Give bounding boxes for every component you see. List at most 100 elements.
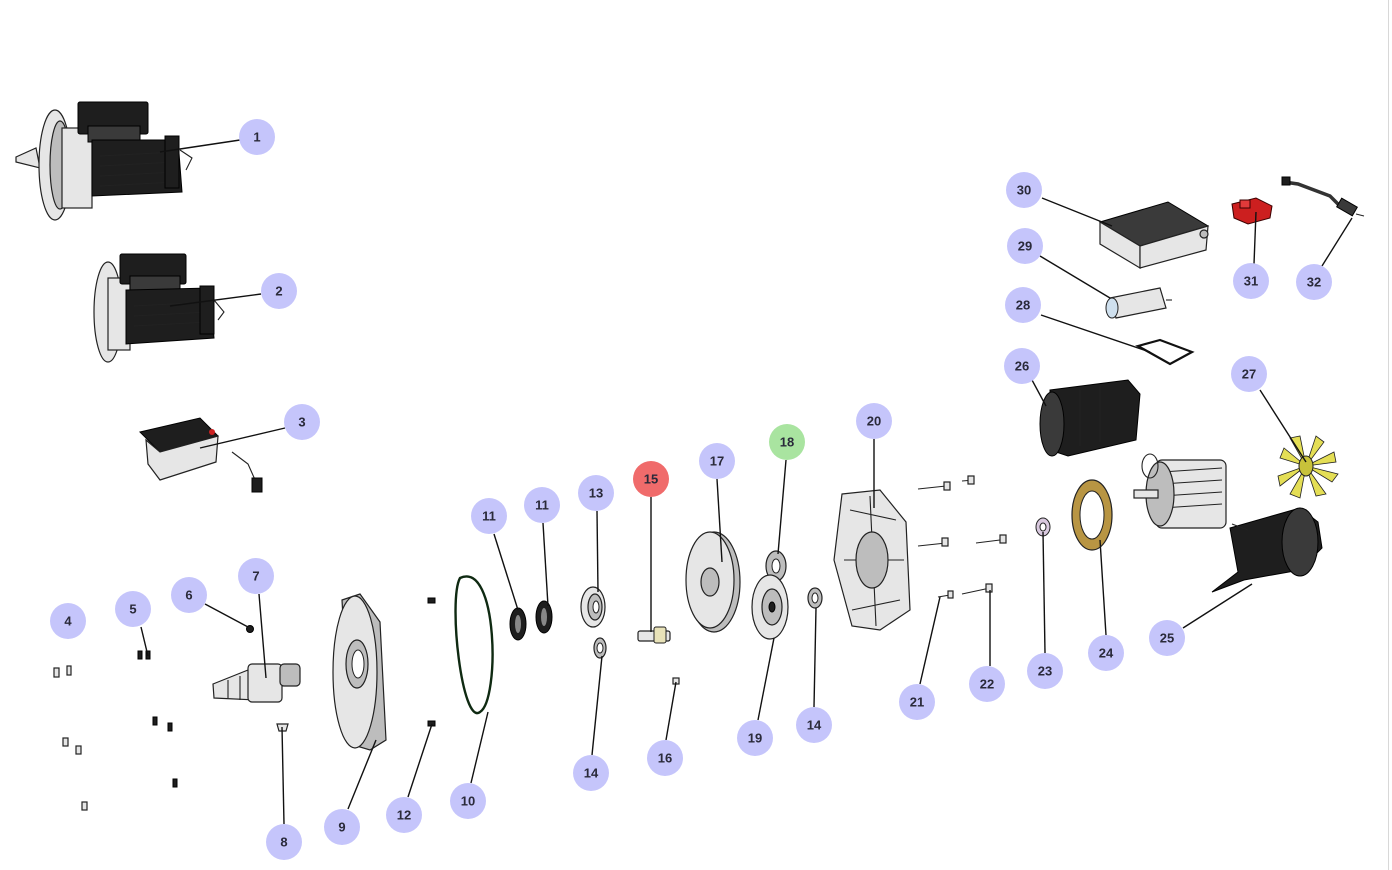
part-4-screws[interactable] xyxy=(53,665,88,811)
part-24-flange-ring[interactable] xyxy=(1071,479,1113,551)
callout-label: 5 xyxy=(129,602,136,617)
callout-circle xyxy=(573,755,609,791)
callout-12[interactable]: 12 xyxy=(386,797,422,833)
callout-label: 10 xyxy=(461,794,475,809)
callout-22[interactable]: 22 xyxy=(969,666,1005,702)
callout-circle xyxy=(171,577,207,613)
callout-label: 21 xyxy=(910,695,924,710)
callout-20[interactable]: 20 xyxy=(856,403,892,439)
motor-stator[interactable] xyxy=(1133,453,1227,529)
part-10-gasket[interactable] xyxy=(454,575,494,715)
part-9-pump-body[interactable] xyxy=(332,593,387,751)
callout-32[interactable]: 32 xyxy=(1296,264,1332,300)
callout-30[interactable]: 30 xyxy=(1006,172,1042,208)
callout-circle xyxy=(1027,653,1063,689)
part-6-plug[interactable] xyxy=(246,625,254,633)
callout-circle xyxy=(647,740,683,776)
callout-13[interactable]: 13 xyxy=(578,475,614,511)
part-30-terminal-box[interactable] xyxy=(1098,201,1210,270)
callout-28[interactable]: 28 xyxy=(1005,287,1041,323)
part-18-bearing[interactable] xyxy=(765,550,787,582)
part-21-bolts[interactable] xyxy=(917,481,954,599)
callout-label: 29 xyxy=(1018,239,1032,254)
callout-10[interactable]: 10 xyxy=(450,783,486,819)
callout-23[interactable]: 23 xyxy=(1027,653,1063,689)
part-20-bracket[interactable] xyxy=(833,489,911,631)
callout-circle xyxy=(899,684,935,720)
callout-circle xyxy=(386,797,422,833)
part-2-motor-assembly[interactable] xyxy=(93,253,225,363)
part-29-capacitor[interactable] xyxy=(1105,287,1172,319)
callout-26[interactable]: 26 xyxy=(1004,348,1040,384)
part-28-gasket[interactable] xyxy=(1135,338,1195,366)
callout-2[interactable]: 2 xyxy=(261,273,297,309)
callout-11[interactable]: 11 xyxy=(524,487,560,523)
part-7-nozzle[interactable] xyxy=(212,663,301,703)
part-14-washer-a[interactable] xyxy=(593,637,607,659)
part-17-diffuser[interactable] xyxy=(685,531,741,633)
callout-6[interactable]: 6 xyxy=(171,577,207,613)
part-19-impeller[interactable] xyxy=(751,574,789,640)
part-13-bearing[interactable] xyxy=(580,586,606,628)
part-3-switch-box[interactable] xyxy=(139,417,263,493)
callout-label: 9 xyxy=(338,820,345,835)
callout-31[interactable]: 31 xyxy=(1233,263,1269,299)
callout-16[interactable]: 16 xyxy=(647,740,683,776)
part-5-nuts[interactable] xyxy=(137,650,178,788)
callout-18[interactable]: 18 xyxy=(769,424,805,460)
callout-25[interactable]: 25 xyxy=(1149,620,1185,656)
callout-15[interactable]: 15 xyxy=(633,461,669,497)
callout-17[interactable]: 17 xyxy=(699,443,735,479)
callout-circle xyxy=(471,498,507,534)
callout-label: 3 xyxy=(298,415,305,430)
part-14-washer-b[interactable] xyxy=(807,587,823,609)
part-11-seal-a[interactable] xyxy=(509,607,527,641)
callout-label: 17 xyxy=(710,454,724,469)
callout-label: 6 xyxy=(185,588,192,603)
part-1-pump-assembly[interactable] xyxy=(15,101,193,221)
callout-5[interactable]: 5 xyxy=(115,591,151,627)
callout-27[interactable]: 27 xyxy=(1231,356,1267,392)
callout-circle xyxy=(1149,620,1185,656)
part-12-screw[interactable] xyxy=(427,597,436,727)
part-32-cable[interactable] xyxy=(1281,176,1365,217)
part-15-shaft-sleeve[interactable] xyxy=(637,626,671,644)
callout-14[interactable]: 14 xyxy=(796,707,832,743)
callout-badges: 1234567891011111213141415161718192021222… xyxy=(50,119,1332,860)
callout-21[interactable]: 21 xyxy=(899,684,935,720)
callout-9[interactable]: 9 xyxy=(324,809,360,845)
callout-circle xyxy=(1006,172,1042,208)
callout-label: 11 xyxy=(482,509,496,524)
callout-3[interactable]: 3 xyxy=(284,404,320,440)
callout-label: 16 xyxy=(658,751,672,766)
part-31-switch[interactable] xyxy=(1231,197,1273,225)
callout-24[interactable]: 24 xyxy=(1088,635,1124,671)
callout-label: 31 xyxy=(1244,274,1258,289)
part-23-seal-ring[interactable] xyxy=(1035,517,1051,537)
callout-label: 28 xyxy=(1016,298,1030,313)
part-22-long-bolts[interactable] xyxy=(961,475,1007,595)
part-26-housing[interactable] xyxy=(1039,379,1141,457)
callout-label: 20 xyxy=(867,414,881,429)
callout-29[interactable]: 29 xyxy=(1007,228,1043,264)
callout-1[interactable]: 1 xyxy=(239,119,275,155)
callout-8[interactable]: 8 xyxy=(266,824,302,860)
callout-circle xyxy=(769,424,805,460)
callout-circle xyxy=(1005,287,1041,323)
callout-circle xyxy=(261,273,297,309)
callout-14[interactable]: 14 xyxy=(573,755,609,791)
callout-label: 19 xyxy=(748,731,762,746)
callout-circle xyxy=(1231,356,1267,392)
callout-label: 14 xyxy=(807,718,822,733)
part-27-fan[interactable] xyxy=(1277,435,1339,499)
callout-19[interactable]: 19 xyxy=(737,720,773,756)
callout-circle xyxy=(266,824,302,860)
callout-label: 23 xyxy=(1038,664,1052,679)
callout-11[interactable]: 11 xyxy=(471,498,507,534)
callout-label: 30 xyxy=(1017,183,1031,198)
callout-4[interactable]: 4 xyxy=(50,603,86,639)
callout-circle xyxy=(969,666,1005,702)
part-25-fan-cover[interactable] xyxy=(1211,507,1323,593)
callout-7[interactable]: 7 xyxy=(238,558,274,594)
part-11-seal-b[interactable] xyxy=(535,600,553,634)
